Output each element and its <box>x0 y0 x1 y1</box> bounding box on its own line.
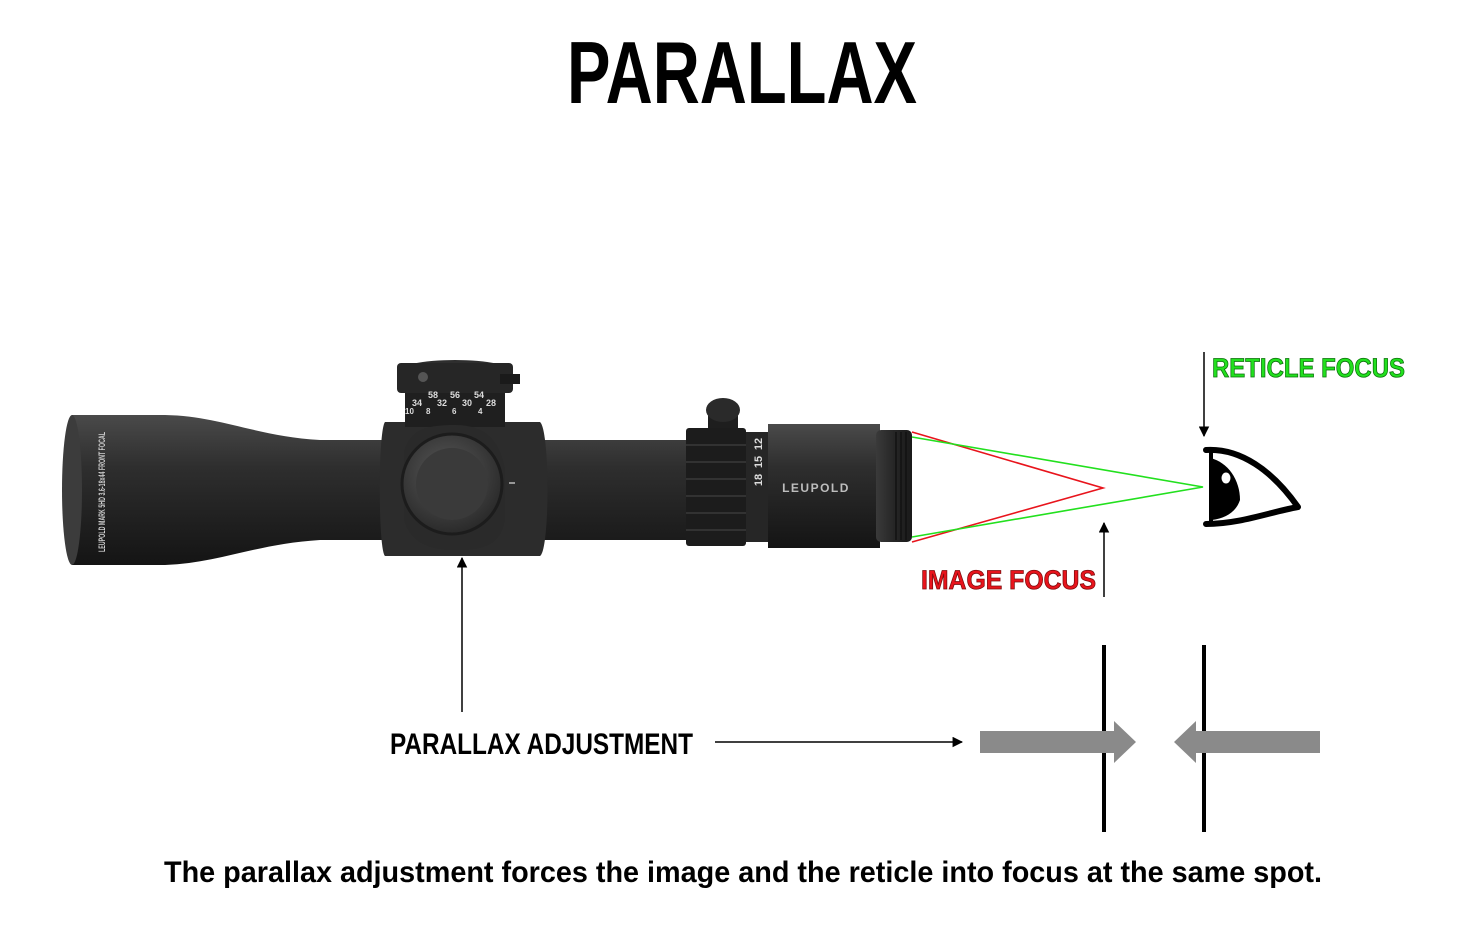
magnification-ring <box>686 428 746 546</box>
turret-mark: 4 <box>478 407 483 416</box>
gray-right-arrow <box>980 721 1136 763</box>
eyepiece-bell <box>876 430 912 542</box>
turret-lock-icon <box>418 372 428 382</box>
gray-left-arrow <box>1174 721 1320 763</box>
eye-icon <box>1203 446 1301 527</box>
turret-mark: 10 <box>405 407 414 416</box>
zoom-number: 12 <box>753 438 765 450</box>
scope-objective-lens-rim <box>62 415 82 565</box>
elevation-turret: 58 56 54 34 32 30 28 10 8 6 4 <box>397 360 520 427</box>
reticle-focus-label: RETICLE FOCUS <box>1212 353 1405 383</box>
caption: The parallax adjustment forces the image… <box>164 856 1322 889</box>
turret-mark: 28 <box>486 398 496 408</box>
image-focus-label: IMAGE FOCUS <box>921 565 1096 595</box>
parallax-knob <box>400 425 505 550</box>
turret-mark: 56 <box>450 390 460 400</box>
parallax-adjustment-label: PARALLAX ADJUSTMENT <box>390 728 693 761</box>
scope-brand: LEUPOLD <box>782 481 850 495</box>
turret-mark: 8 <box>426 407 431 416</box>
turret-mark: 34 <box>412 398 422 408</box>
scope-eyepiece <box>768 424 880 548</box>
turret-mark: 54 <box>474 390 484 400</box>
reticle-focus-rays <box>911 436 1204 538</box>
rifle-scope-illustration: LEUPOLD MARK 5HD 3.6-18x44 FRONT FOCAL 5… <box>62 360 912 565</box>
turret-mark: 32 <box>437 398 447 408</box>
zoom-number-band <box>746 432 768 542</box>
zoom-number: 18 <box>753 474 765 486</box>
turret-mark: 58 <box>428 390 438 400</box>
turret-mark: 30 <box>462 398 472 408</box>
turret-mark: 6 <box>452 407 457 416</box>
image-focus-rays <box>911 431 1106 543</box>
scope-tube-text: LEUPOLD MARK 5HD 3.6-18x44 FRONT FOCAL <box>97 432 107 552</box>
page-title: PARALLAX <box>567 23 917 122</box>
zoom-number: 15 <box>753 456 765 468</box>
